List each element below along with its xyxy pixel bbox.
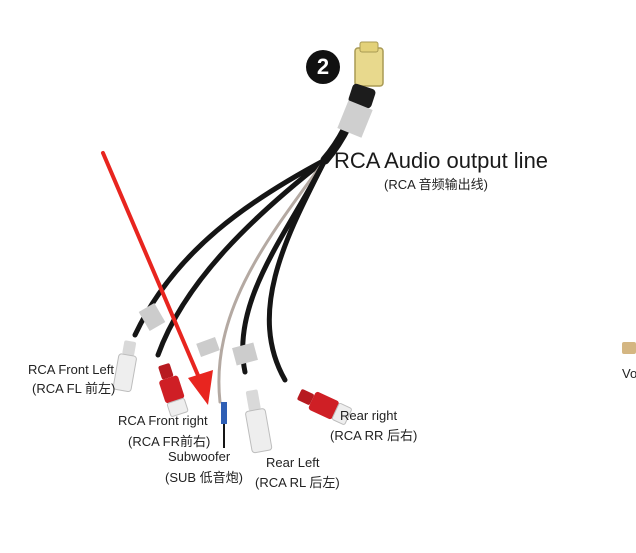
plug-rear-right-body	[308, 391, 339, 420]
cable-front-right	[155, 157, 328, 358]
connector-top	[359, 41, 379, 53]
label-rear-left-cn: (RCA RL 后左)	[255, 475, 340, 490]
label-rear-right-cn: (RCA RR 后右)	[330, 428, 418, 443]
cable-tag	[337, 100, 373, 138]
tag-rear	[232, 342, 258, 366]
plug-front-left	[112, 340, 137, 393]
label-front-left: RCA Front Left	[28, 362, 114, 377]
connector-plug	[337, 41, 384, 138]
plug-front-right-body	[159, 375, 185, 404]
label-subwoofer: Subwoofer	[168, 449, 231, 464]
red-arrow	[101, 151, 213, 405]
arrow-head	[188, 370, 213, 405]
diagram-title-cn: (RCA 音频输出线)	[384, 177, 489, 192]
tag-grey	[196, 337, 220, 357]
label-front-right: RCA Front right	[118, 413, 208, 428]
label-front-left-cn: (RCA FL 前左)	[32, 381, 116, 396]
diagram-title: RCA Audio output line	[334, 148, 549, 173]
label-rear-right: Rear right	[340, 408, 398, 423]
plug-rear-right-boot	[297, 389, 314, 405]
label-front-right-cn: (RCA FR前右)	[128, 434, 211, 449]
plug-subwoofer	[221, 402, 227, 448]
plug-front-left-boot	[122, 340, 137, 356]
arrow-shaft	[101, 151, 202, 382]
cable-rear-right	[266, 157, 328, 383]
cable-subwoofer	[217, 158, 327, 404]
plug-rear-right-sleeve	[331, 402, 352, 425]
plug-rear-right	[297, 389, 352, 425]
sub-tip	[221, 402, 227, 424]
cut-off-connector	[622, 342, 636, 354]
plug-front-right	[158, 363, 189, 417]
connector-boot	[348, 83, 376, 109]
label-rear-left: Rear Left	[266, 455, 320, 470]
label-subwoofer-cn: (SUB 低音炮)	[165, 470, 244, 485]
label-cut-off: Vo	[622, 366, 636, 381]
plug-front-right-sleeve	[166, 398, 189, 417]
connector-body	[354, 47, 384, 87]
plug-front-left-body	[112, 353, 137, 393]
plug-rear-left-body	[245, 408, 273, 454]
plug-rear-left	[245, 389, 273, 454]
plug-rear-left-boot	[245, 389, 261, 411]
tag-front-left	[138, 302, 166, 332]
step-badge: 2	[306, 50, 340, 84]
cable-front-left	[132, 157, 328, 338]
cable-bundle	[132, 90, 365, 404]
plug-front-right-boot	[158, 363, 174, 380]
